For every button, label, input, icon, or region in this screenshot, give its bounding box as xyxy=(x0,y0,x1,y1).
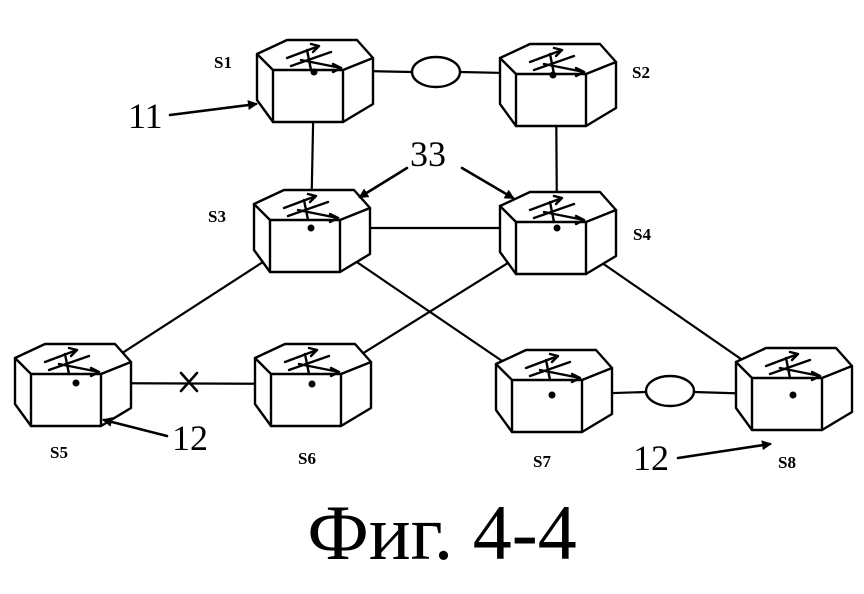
ref-label-12-left: 12 xyxy=(172,418,208,458)
label-s7: S7 xyxy=(533,452,551,471)
switch-s8 xyxy=(734,346,854,432)
ref-label-33: 33 xyxy=(410,134,446,174)
links xyxy=(74,68,795,397)
label-s3: S3 xyxy=(208,207,226,226)
switch-s7 xyxy=(494,348,614,434)
blocked-port-ellipse-top xyxy=(410,55,462,89)
arrow-12-left xyxy=(102,417,169,438)
switch-s2 xyxy=(498,42,618,128)
figure-caption: Фиг. 4-4 xyxy=(307,489,577,576)
switch-s1-icon xyxy=(255,38,375,124)
arrow-11 xyxy=(168,100,258,117)
switch-s2-icon xyxy=(498,42,618,128)
arrow-33-left xyxy=(358,166,409,199)
switch-s5-icon xyxy=(13,342,133,428)
label-s2: S2 xyxy=(632,63,650,82)
arrow-12-right xyxy=(676,440,772,460)
switch-s4 xyxy=(498,190,618,276)
port-dots xyxy=(72,68,797,399)
leader-arrows xyxy=(102,100,772,460)
switch-s5 xyxy=(13,342,133,428)
label-s5: S5 xyxy=(50,443,68,462)
label-s1: S1 xyxy=(214,53,232,72)
network-diagram: S1 S2 S3 S4 S5 S6 S7 S8 11 33 12 12 xyxy=(13,38,854,478)
switch-s4-icon xyxy=(498,190,618,276)
ref-label-12-right: 12 xyxy=(633,438,669,478)
switch-s7-icon xyxy=(494,348,614,434)
label-s8: S8 xyxy=(778,453,796,472)
label-s6: S6 xyxy=(298,449,316,468)
broken-link-cross-icon xyxy=(179,371,199,393)
switch-s8-icon xyxy=(734,346,854,432)
arrow-33-right xyxy=(460,166,515,200)
ref-label-11: 11 xyxy=(128,96,163,136)
label-s4: S4 xyxy=(633,225,651,244)
switch-s1 xyxy=(255,38,375,124)
blocked-port-ellipse-bottom xyxy=(644,374,696,408)
